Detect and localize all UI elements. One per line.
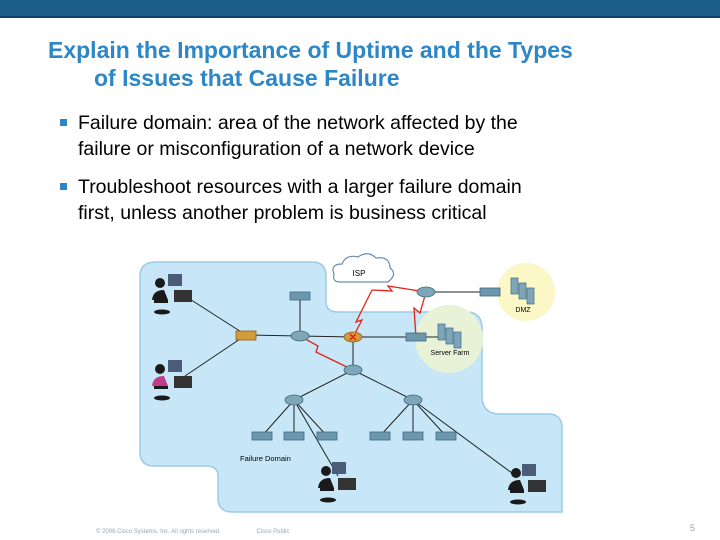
switch-icon	[251, 431, 273, 441]
switch-icon	[235, 330, 257, 341]
switch-icon	[402, 431, 424, 441]
switch-icon	[405, 332, 427, 342]
isp-cloud	[332, 253, 395, 283]
title-line-1: Explain the Importance of Uptime and the…	[48, 37, 573, 63]
top-banner-line	[0, 16, 720, 18]
page-number: 5	[690, 523, 696, 533]
router-icon	[290, 330, 310, 342]
bullet-list: Failure domain: area of the network affe…	[58, 110, 658, 238]
bullet-square-icon	[60, 119, 67, 126]
top-banner	[0, 0, 720, 16]
isp-label: ISP	[353, 269, 366, 278]
router-icon	[416, 286, 436, 298]
dmz-servers-icon	[510, 277, 535, 305]
user-workstation-icon	[508, 464, 546, 505]
bullet-line-1: Troubleshoot resources with a larger fai…	[78, 176, 522, 198]
failed-router-icon	[343, 331, 363, 343]
switch-icon	[283, 431, 305, 441]
user-workstation-icon	[152, 274, 192, 315]
bullet-line-2: first, unless another problem is busines…	[78, 202, 487, 224]
footer-classification: Cisco Public	[256, 529, 290, 535]
switch-icon	[435, 431, 457, 441]
failure-domain-label: Failure Domain	[240, 454, 291, 463]
switch-icon	[289, 291, 311, 301]
router-icon	[284, 394, 304, 406]
bullet-line-1: Failure domain: area of the network affe…	[78, 112, 518, 134]
failure-x-icon: ✕	[348, 332, 357, 344]
bullet-item: Failure domain: area of the network affe…	[58, 110, 658, 162]
server-farm-label: Server Farm	[431, 350, 470, 357]
bullet-item: Troubleshoot resources with a larger fai…	[58, 174, 658, 226]
footer: © 2006 Cisco Systems, Inc. All rights re…	[96, 529, 324, 535]
dmz-label: DMZ	[515, 307, 531, 314]
bullet-line-2: failure or misconfiguration of a network…	[78, 138, 475, 160]
bullet-square-icon	[60, 183, 67, 190]
slide-title: Explain the Importance of Uptime and the…	[48, 36, 708, 92]
title-line-2: of Issues that Cause Failure	[94, 65, 400, 91]
switch-icon	[479, 287, 501, 297]
server-farm-servers-icon	[437, 323, 462, 349]
user-workstation-icon	[152, 360, 192, 401]
switch-icon	[316, 431, 338, 441]
router-icon	[403, 394, 423, 406]
wan-links	[299, 285, 427, 371]
user-workstation-icon	[318, 462, 356, 503]
footer-copyright: © 2006 Cisco Systems, Inc. All rights re…	[96, 529, 221, 535]
router-icon	[343, 364, 363, 376]
switch-icon	[369, 431, 391, 441]
